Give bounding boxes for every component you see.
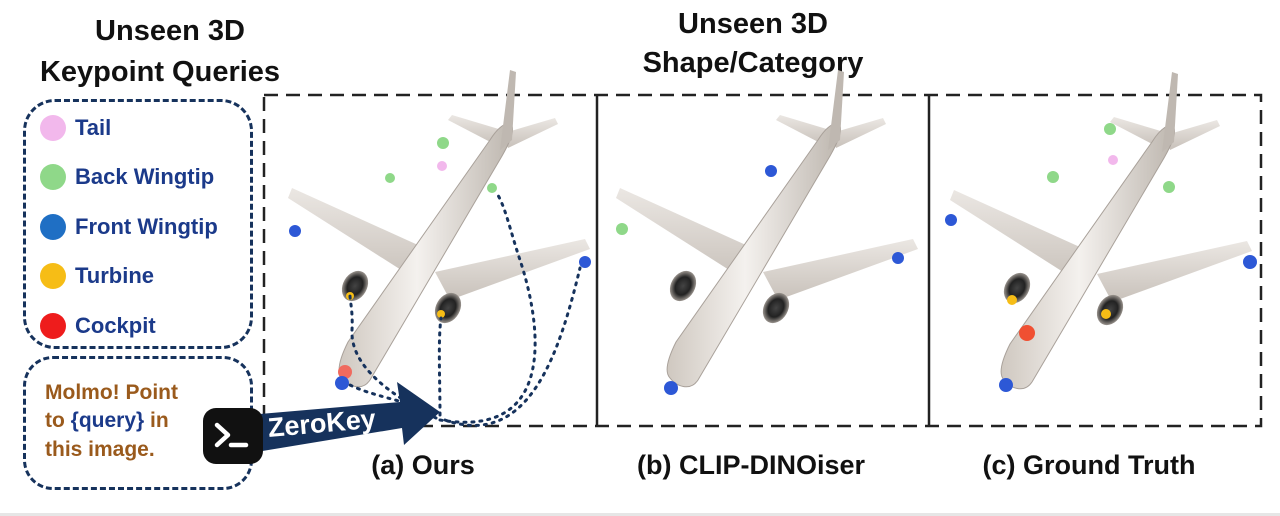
legend-label-cockpit: Cockpit: [75, 313, 156, 338]
center-header-line2: Shape/Category: [642, 47, 864, 79]
panel-label-ours: (a) Ours: [371, 450, 475, 480]
zerokey-arrow: [248, 382, 440, 453]
prompt-box: Molmo! Point to {query} in this image.: [23, 356, 253, 490]
center-header-line1: Unseen 3D: [678, 8, 828, 40]
legend-item-back-wingtip: Back Wingtip: [40, 162, 214, 192]
prompt-in-text: in: [144, 409, 169, 432]
panel-frame: [262, 93, 1263, 428]
turbine-dot-icon: [40, 263, 66, 289]
left-header-line1: Unseen 3D: [95, 15, 245, 47]
front-wingtip-dot-icon: [40, 214, 66, 240]
legend-item-front-wingtip: Front Wingtip: [40, 212, 218, 242]
terminal-icon: [203, 408, 263, 464]
tail-dot-icon: [40, 115, 66, 141]
prompt-query-token: {query}: [70, 409, 145, 432]
legend-label-tail: Tail: [75, 115, 112, 140]
left-header-line2: Keypoint Queries: [39, 56, 281, 88]
airplane-image-clip-dinoiser: [615, 69, 919, 388]
prompt-line-3: this image.: [45, 438, 155, 461]
legend-item-tail: Tail: [40, 113, 111, 143]
panel-label-clip-dinoiser: (b) CLIP-DINOiser: [636, 450, 865, 480]
legend-label-front-wingtip: Front Wingtip: [75, 214, 218, 239]
airplane-image-ground-truth: [949, 71, 1253, 390]
prompt-to-text: to: [45, 409, 71, 432]
prompt-line-1: Molmo! Point: [45, 381, 178, 404]
keypoints-clip-dinoiser: [616, 165, 904, 395]
prompt-line-2: to {query} in: [45, 409, 169, 433]
legend-label-turbine: Turbine: [75, 263, 155, 288]
keypoints-ours: [289, 137, 591, 390]
panel-label-ground-truth: (c) Ground Truth: [982, 450, 1196, 480]
keypoints-ground-truth: [945, 123, 1257, 392]
keypoint-legend: Tail Back Wingtip Front Wingtip Turbine …: [23, 99, 253, 349]
cockpit-dot-icon: [40, 313, 66, 339]
legend-item-cockpit: Cockpit: [40, 311, 156, 341]
bottom-rule: [0, 513, 1280, 516]
airplane-image-ours: [287, 69, 591, 388]
back-wingtip-dot-icon: [40, 164, 66, 190]
legend-label-back-wingtip: Back Wingtip: [75, 164, 215, 189]
legend-item-turbine: Turbine: [40, 261, 154, 291]
